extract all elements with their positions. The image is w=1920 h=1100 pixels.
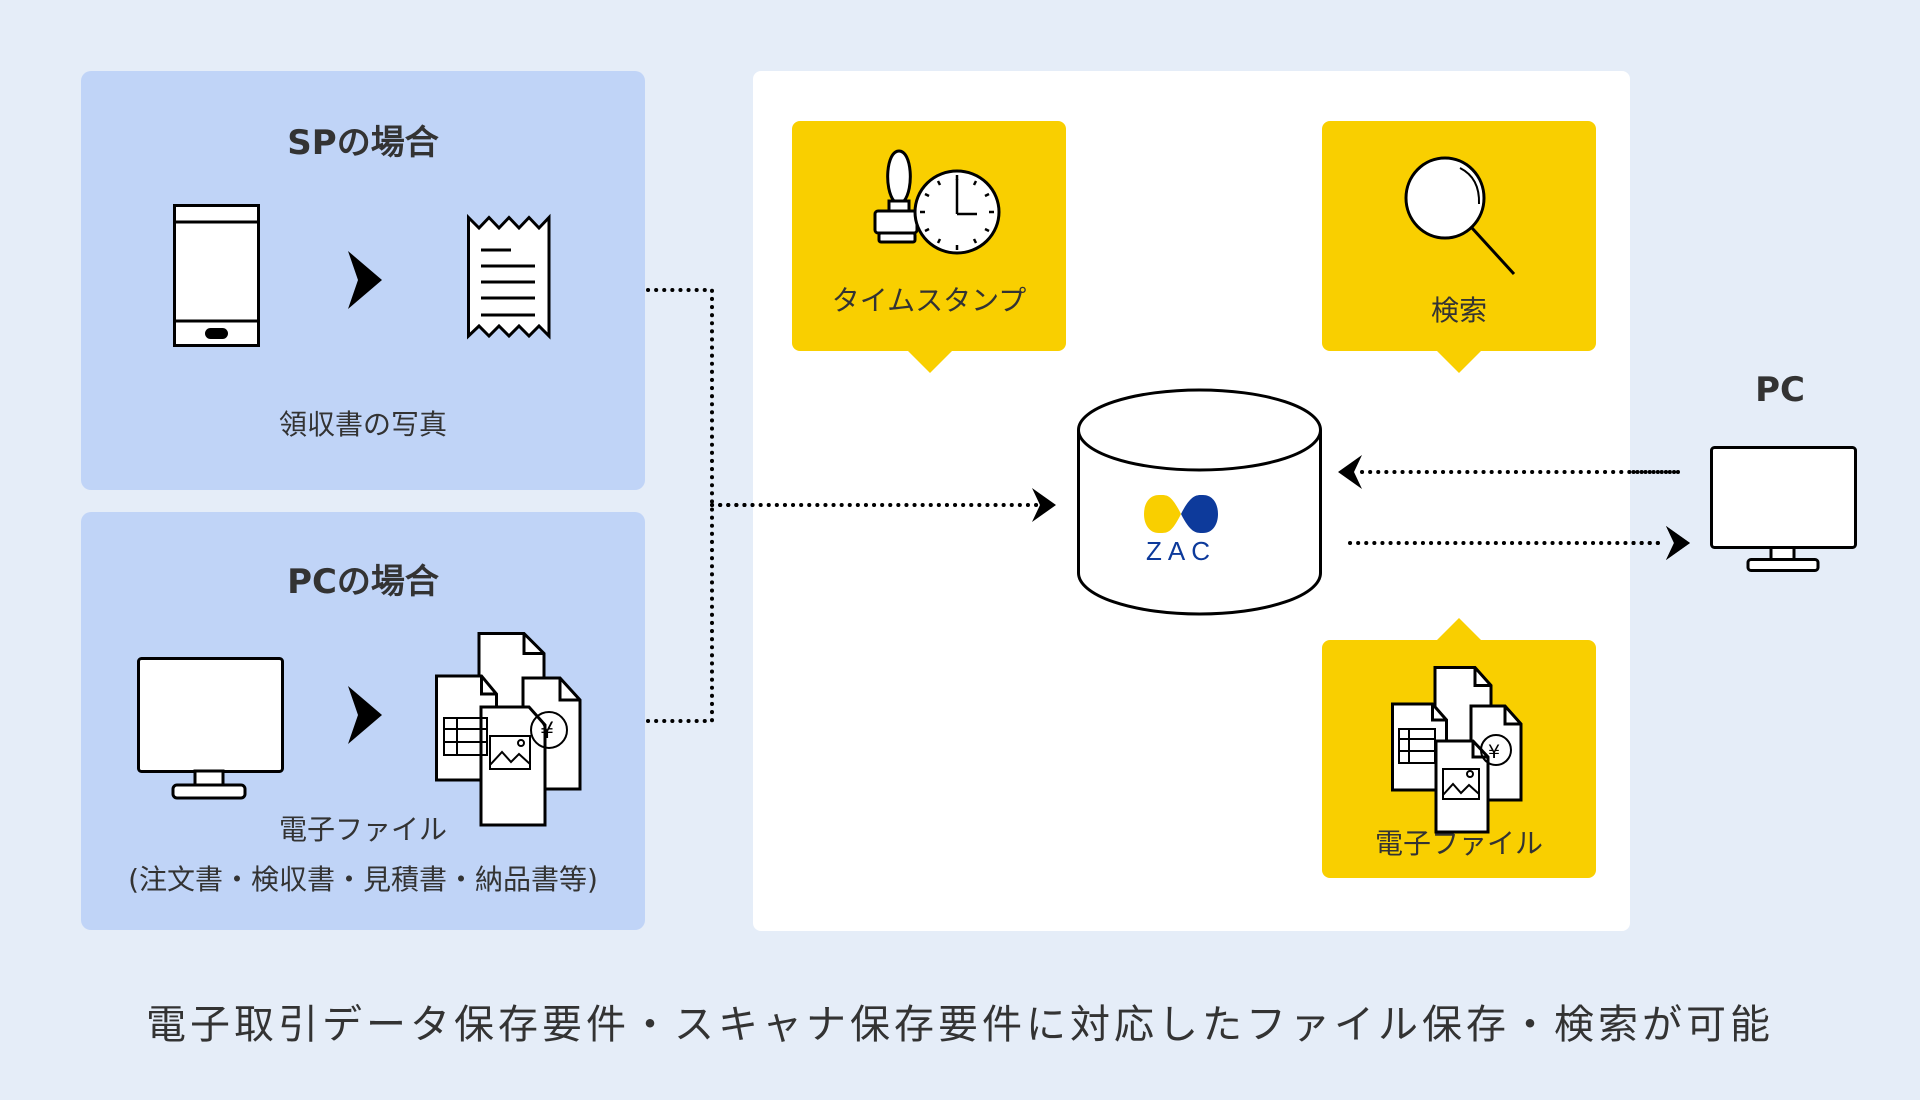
sp-case-title: SPの場合 [287, 123, 439, 163]
pc-case-box: PCの場合 ¥ 電子ファイル (注文書・検収書・見積書・納品書等) [81, 512, 645, 930]
zac-database: ZAC [1077, 388, 1322, 616]
files-card: ¥ 電子ファイル [1322, 640, 1596, 878]
smartphone-icon [173, 204, 260, 347]
search-label: 検索 [1430, 294, 1487, 327]
files-card-pointer [1437, 618, 1481, 640]
sp-case-caption: 領収書の写真 [278, 408, 447, 441]
svg-text:¥: ¥ [1488, 741, 1500, 763]
timestamp-label: タイムスタンプ [831, 284, 1027, 317]
pc-label: PC [1755, 370, 1805, 410]
pc-case-title: PCの場合 [287, 562, 439, 602]
bottom-caption: 電子取引データ保存要件・スキャナ保存要件に対応したファイル保存・検索が可能 [146, 1002, 1774, 1048]
svg-text:¥: ¥ [540, 719, 554, 744]
stamp-clock-icon [873, 149, 1001, 255]
magnifier-icon [1404, 156, 1516, 276]
search-card-pointer [1437, 351, 1481, 373]
zac-logo-text: ZAC [1146, 536, 1216, 566]
sp-case-box: SPの場合 領収書の写真 [81, 71, 645, 490]
pc-case-caption-line2: (注文書・検収書・見積書・納品書等) [128, 863, 598, 896]
search-card: 検索 [1322, 121, 1596, 351]
pc-case-caption-line1: 電子ファイル [278, 813, 447, 846]
timestamp-card-pointer [908, 351, 952, 373]
arrow-right-icon [348, 686, 382, 744]
pc-monitor-icon [1710, 446, 1857, 572]
documents-icon: ¥ [435, 632, 582, 827]
merge-connector [646, 288, 714, 723]
documents-icon: ¥ [1391, 666, 1523, 834]
zac-logo-icon [1144, 494, 1218, 534]
arrow-right-icon [348, 251, 382, 309]
files-label: 電子ファイル [1374, 827, 1543, 860]
receipt-icon [467, 213, 551, 340]
timestamp-card: タイムスタンプ [792, 121, 1066, 351]
monitor-icon [137, 657, 284, 800]
